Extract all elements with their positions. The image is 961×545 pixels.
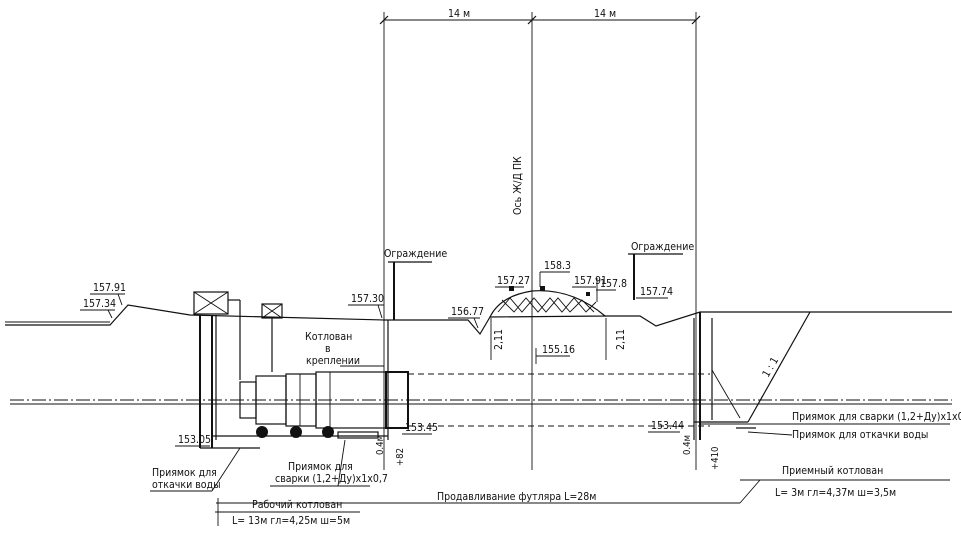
elevation-153-05: 153.05 [178,434,211,446]
depth-markers: 2,11 2,11 [490,318,627,360]
welding-pit-left-line-1: Приямок для [288,461,353,473]
dimension-right: 14 м [594,8,616,20]
receiving-pit-params: L= 3м гл=4,37м ш=3,5м [775,487,896,499]
depth-left: 2,11 [493,329,505,350]
drain-pit-left-line-1: Приямок для [152,467,217,479]
elevation-157-8: 157.8 [600,278,627,290]
elevation-157-74: 157.74 [640,286,673,298]
welding-pit-left-label: Приямок для сварки (1,2+Ду)х1х0,7 [270,439,388,487]
drain-pit-left-label: Приямок для откачки воды [150,447,241,492]
railway-axis-label: Ось Ж/Д ПК [512,156,524,215]
elevation-153-45: 153.45 [405,422,438,434]
drain-pit-left-line-2: откачки воды [152,479,221,491]
crane-box-left [193,291,229,315]
offset-plus-410: +410 [710,447,721,470]
fence-left-label: Ограждение [384,248,447,260]
fence-right-label: Ограждение [631,241,694,253]
elevation-156-77: 156.77 [451,306,484,318]
working-pit-info: Рабочий котлован L= 13м гл=4,25м ш=5м [215,498,360,527]
working-pit-title: Рабочий котлован [252,499,342,511]
elevation-158-3: 158.3 [544,260,571,272]
fence-left: Ограждение [384,248,447,320]
pit-support-label: Котлован в креплении [305,331,384,367]
elevation-153-44: 153.44 [651,420,684,432]
top-dimension: 14 м 14 м [379,8,701,25]
offset-left-0-4: 0.4м [375,435,386,455]
jacking-machine [239,371,409,439]
drain-pit-right-text: Приямок для откачки воды [792,429,928,441]
pit-support-line-1: Котлован [305,331,352,343]
slope-label: 1 : 1 [760,355,781,379]
jacking-label: Продавливание футляра L=28м [437,491,596,503]
track-ballast [489,286,607,318]
working-pit-params: L= 13м гл=4,25м ш=5м [232,515,350,527]
elevation-157-34: 157.34 [83,298,116,310]
elevation-157-91-right: 157.91 [574,275,607,287]
elevation-marks: 157.91 157.34 157.30 156.77 157.27 158.3… [80,260,684,447]
ground-profile [5,304,952,336]
jacking-info: Продавливание футляра L=28м [216,491,740,504]
offset-plus-82: +82 [395,448,406,466]
elevation-157-27: 157.27 [497,275,530,287]
depth-right: 2,11 [615,329,627,350]
drain-pit-right-label: Приямок для откачки воды [747,429,928,441]
welding-pit-right-label: Приямок для сварки (1,2+Ду)х1х0,7 [700,411,961,425]
welding-pit-left-line-2: сварки (1,2+Ду)х1х0,7 [275,473,388,485]
elevation-157-91: 157.91 [93,282,126,294]
dimension-left: 14 м [448,8,470,20]
offset-right-0-4: 0.4м [682,435,693,455]
pit-support-line-2: в [325,343,331,355]
elevation-157-30: 157.30 [351,293,384,305]
receiving-pit-title: Приемный котлован [782,465,883,477]
pit-support-line-3: креплении [306,355,360,367]
fence-right: Ограждение [628,241,694,300]
elevation-155-16: 155.16 [542,344,575,356]
welding-pit-right-text: Приямок для сварки (1,2+Ду)х1х0,7 [792,411,961,423]
receiving-pit-info: Приемный котлован L= 3м гл=4,37м ш=3,5м [739,465,950,504]
casing-pipe [10,373,952,427]
